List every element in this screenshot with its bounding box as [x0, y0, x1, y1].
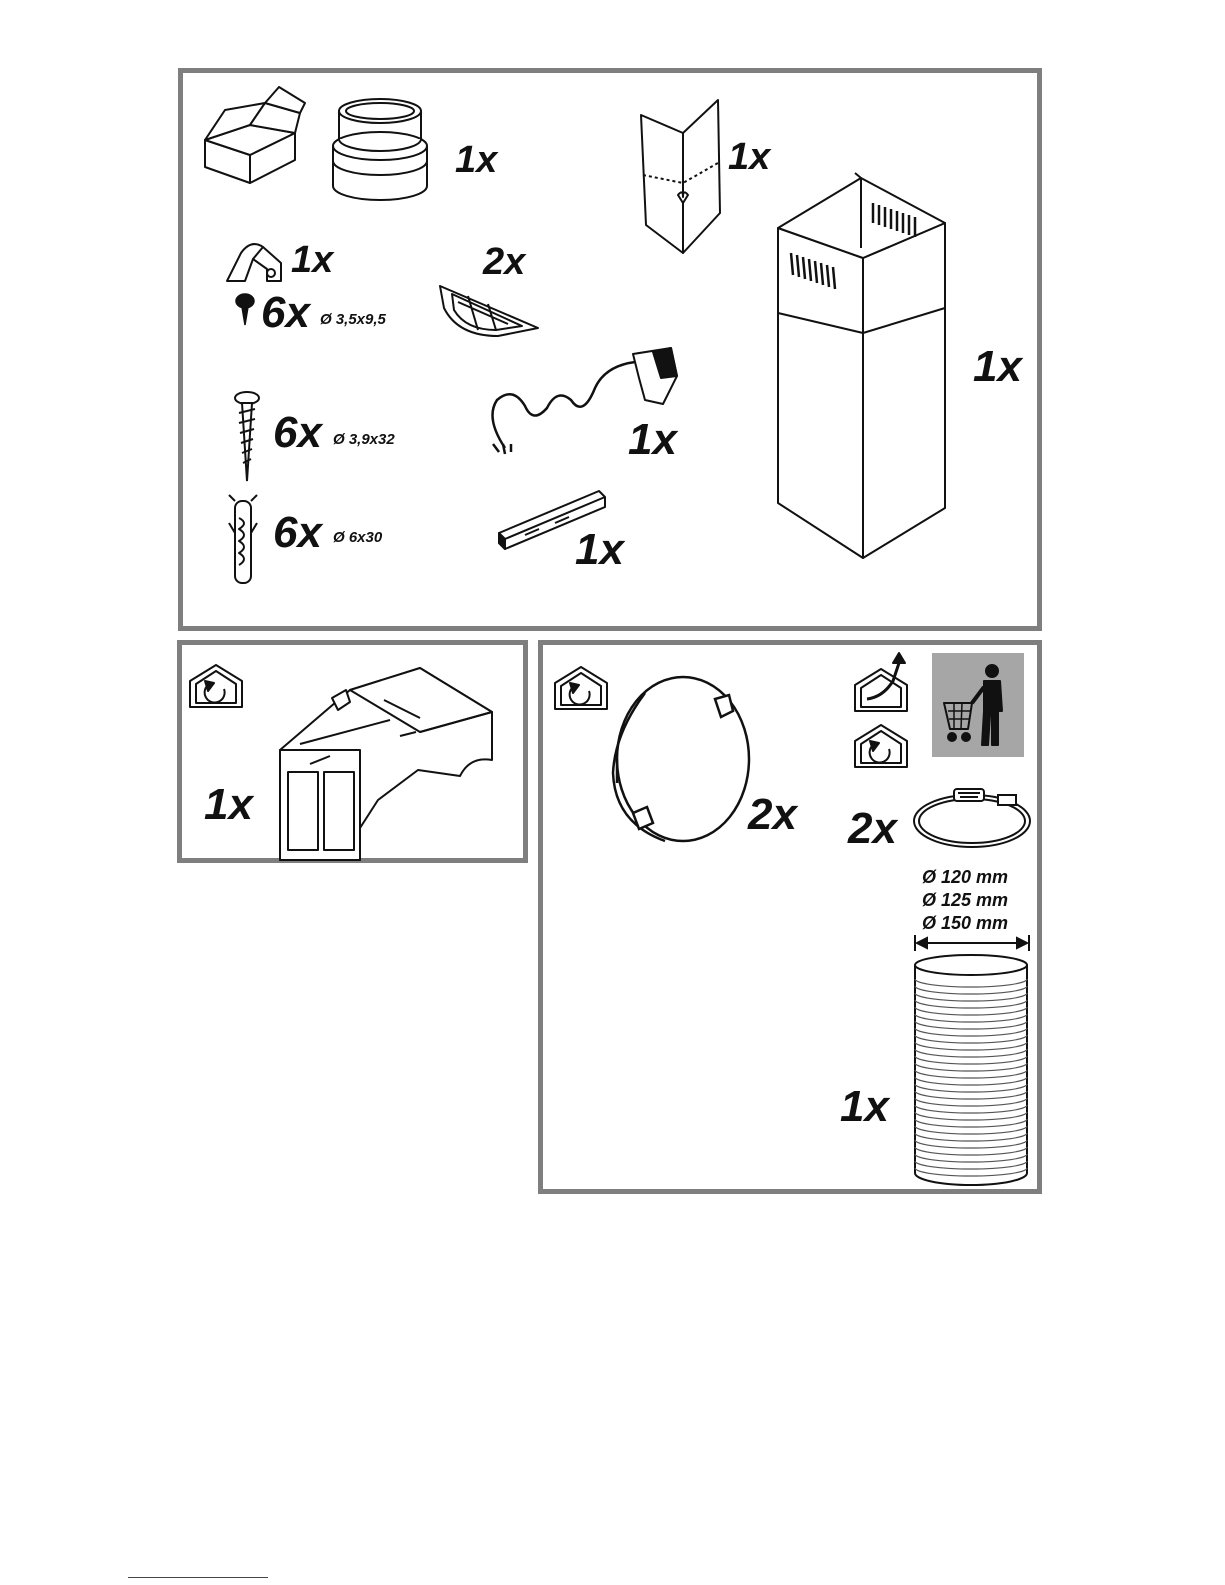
reducer-flange-icon: [325, 91, 435, 203]
qty-wall-plug: 6x: [273, 511, 322, 555]
person-with-shopping-cart-icon: [942, 663, 1014, 749]
recirculation-mode-icon: [553, 665, 609, 711]
half-grille-icon: [438, 278, 543, 338]
qty-corner-bracket: 1x: [728, 138, 770, 176]
recirculation-mode-icon-secondary: [853, 723, 909, 769]
qty-power-cord: 1x: [628, 418, 677, 462]
chimney-cover-icon: [773, 173, 953, 558]
recirculation-mode-icon: [188, 663, 244, 709]
qty-short-screw: 6x: [261, 291, 310, 335]
kit-panel: 1x 1x 1x: [178, 68, 1042, 631]
accessories-panel: 2x: [538, 640, 1042, 1194]
long-screw-icon: [233, 391, 261, 483]
qty-long-screw: 6x: [273, 411, 322, 455]
qty-chimney-cover: 1x: [973, 345, 1022, 389]
diameter-arrow: [913, 935, 1031, 951]
purchase-box: [932, 653, 1024, 757]
flexible-duct-icon: [911, 953, 1031, 1187]
qty-deflector: 1x: [204, 783, 253, 827]
short-screw-icon: [235, 293, 255, 327]
size-long-screw: Ø 3,9x32: [333, 431, 395, 448]
qty-mounting-rail: 1x: [575, 528, 624, 572]
recirculation-kit-panel: 1x: [177, 640, 528, 863]
qty-reducer-flange: 1x: [455, 141, 497, 179]
qty-mounting-clip: 1x: [291, 241, 333, 279]
size-short-screw: Ø 3,5x9,5: [320, 311, 386, 328]
qty-carbon-filter: 2x: [748, 793, 797, 837]
size-wall-plug: Ø 6x30: [333, 529, 382, 546]
duct-diameter-list: Ø 120 mm Ø 125 mm Ø 150 mm: [905, 867, 1025, 939]
hose-clamp-icon: [908, 785, 1038, 855]
carbon-filter-icon: [605, 673, 755, 845]
mounting-clip-icon: [223, 233, 288, 288]
wall-plug-icon: [225, 493, 261, 588]
deflector-icon: [270, 660, 500, 865]
duct-diameter-125: Ø 125 mm: [905, 890, 1025, 911]
duct-diameter-120: Ø 120 mm: [905, 867, 1025, 888]
qty-flexible-duct: 1x: [840, 1085, 889, 1129]
duct-diameter-150: Ø 150 mm: [905, 913, 1025, 934]
corner-bracket-icon: [638, 95, 723, 255]
qty-hose-clamp: 2x: [848, 807, 897, 851]
extraction-mode-icon: [853, 651, 911, 713]
open-cardboard-box-icon: [195, 85, 305, 185]
qty-half-grille: 2x: [483, 243, 525, 281]
footer-link-underline: [128, 1577, 268, 1578]
